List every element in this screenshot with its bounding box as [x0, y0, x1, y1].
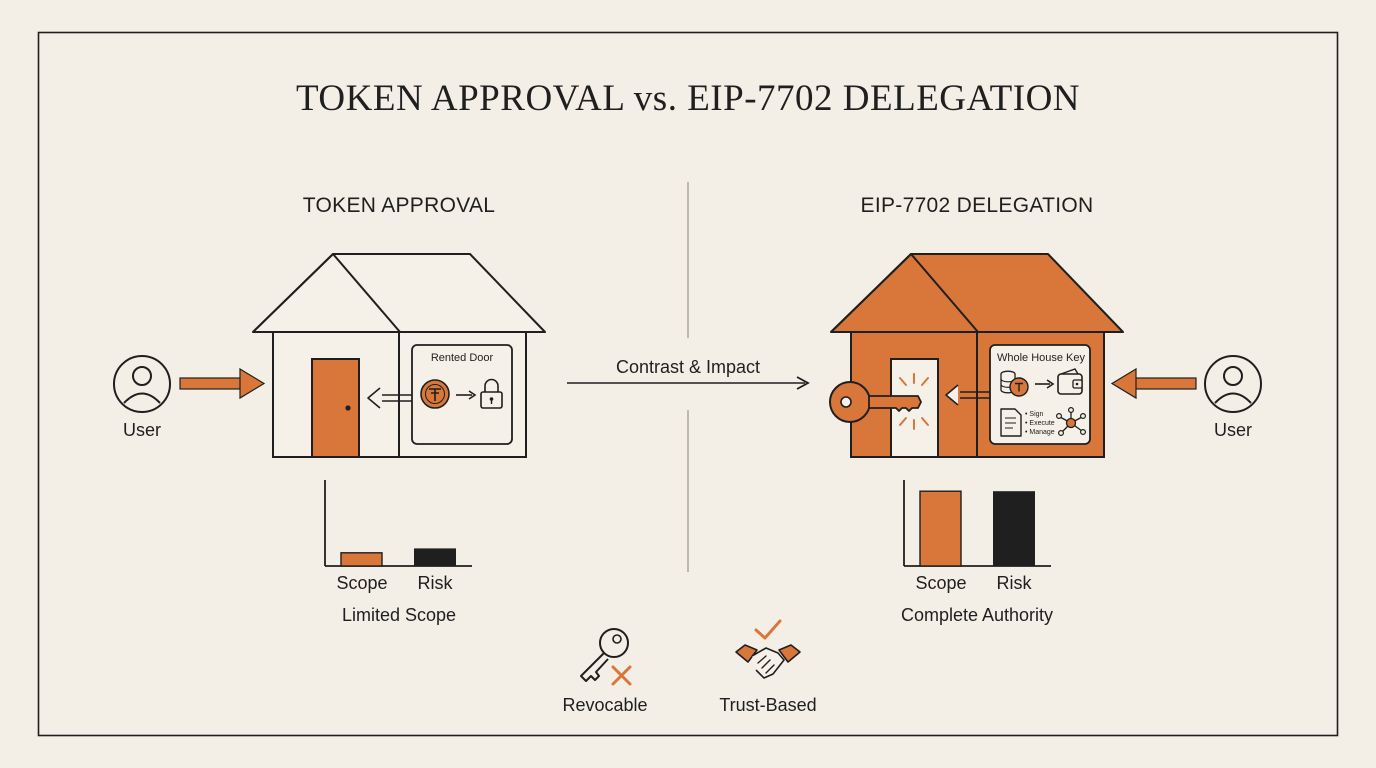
rented-door	[311, 358, 360, 458]
action-execute: • Execute	[1025, 420, 1055, 427]
outer-frame	[37, 31, 1339, 737]
left-user-icon	[113, 355, 171, 413]
lock-icon	[480, 378, 503, 409]
network-icon	[1055, 407, 1086, 437]
left-bar-risk	[414, 548, 456, 566]
right-bar-label-scope: Scope	[915, 573, 966, 593]
left-bar-scope	[340, 552, 383, 567]
left-user-label: User	[123, 420, 161, 440]
right-bar-scope	[919, 490, 962, 567]
handshake-check-icon	[735, 619, 801, 679]
left-user-arrow	[179, 367, 266, 400]
right-user-label: User	[1214, 420, 1252, 440]
footer-label-trust-based: Trust-Based	[719, 695, 816, 715]
left-bar-label-risk: Risk	[418, 573, 454, 593]
right-user-icon	[1204, 355, 1262, 413]
right-bar-chart	[903, 480, 1051, 567]
action-manage: • Manage	[1025, 429, 1055, 436]
panel-to-door-arrow-icon-2	[945, 384, 990, 406]
left-caption: Limited Scope	[342, 605, 456, 625]
coin-stack-icon	[1000, 370, 1029, 397]
document-icon	[1000, 408, 1022, 437]
footer-label-revocable: Revocable	[562, 695, 647, 715]
action-sign: • Sign	[1025, 411, 1044, 418]
right-caption: Complete Authority	[901, 605, 1053, 625]
left-heading: TOKEN APPROVAL	[303, 194, 496, 217]
left-bar-label-scope: Scope	[336, 573, 387, 593]
key-x-icon	[580, 628, 632, 686]
whole-house-key-label: Whole House Key	[997, 352, 1086, 364]
arrow-right-icon-2	[1035, 379, 1055, 389]
panel-to-door-arrow-icon	[367, 387, 412, 409]
page-title: TOKEN APPROVAL vs. EIP-7702 DELEGATION	[296, 78, 1080, 119]
rented-door-label: Rented Door	[431, 352, 494, 364]
contrast-arrow	[567, 376, 810, 390]
wallet-icon	[1057, 368, 1083, 395]
right-bar-label-risk: Risk	[997, 573, 1033, 593]
arrow-right-icon	[456, 390, 477, 400]
left-bar-chart	[324, 480, 472, 567]
right-bar-risk	[993, 491, 1035, 566]
right-heading: EIP-7702 DELEGATION	[861, 194, 1094, 217]
token-coin-icon	[420, 379, 450, 409]
key-icon	[829, 381, 922, 423]
contrast-label: Contrast & Impact	[616, 357, 760, 377]
right-user-arrow	[1110, 367, 1197, 400]
